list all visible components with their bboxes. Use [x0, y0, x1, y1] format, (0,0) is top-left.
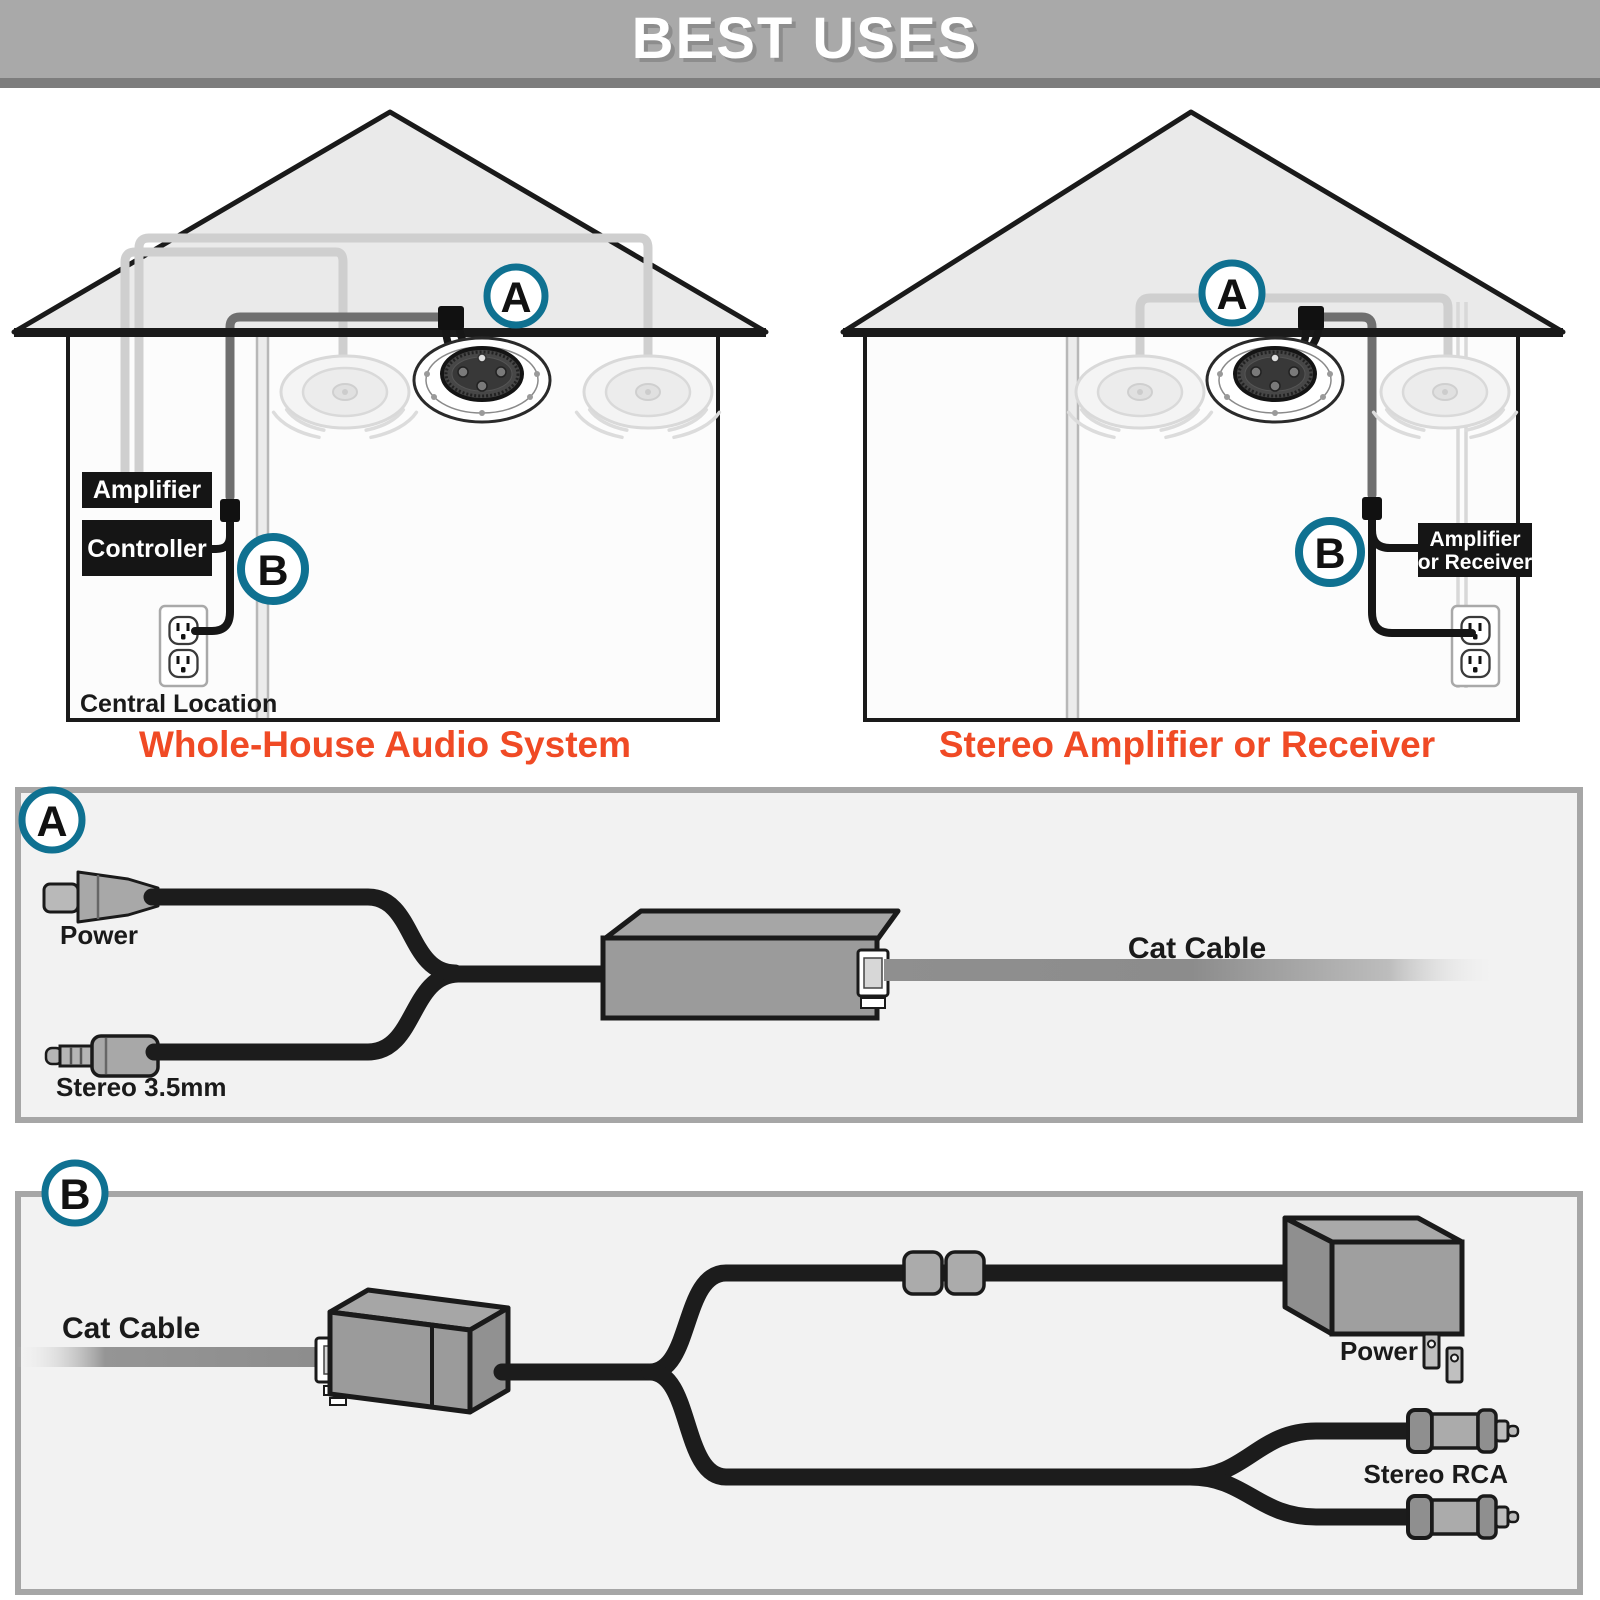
cat-cable-label: Cat Cable	[1128, 932, 1266, 965]
ceiling-line	[14, 328, 766, 337]
header-background	[0, 0, 1600, 78]
page-title-shadow: BEST USES	[636, 10, 983, 75]
wall-divider	[255, 336, 270, 718]
smart-speaker-mount	[412, 336, 552, 424]
header-bottom-strip	[0, 78, 1600, 88]
device-cable-connector	[438, 306, 464, 330]
panel-frame	[15, 787, 1583, 1123]
ceiling-smart-speaker	[1205, 336, 1345, 424]
plug-prongs	[1422, 1332, 1464, 1384]
attic-speaker-wires	[1135, 293, 1453, 367]
power-label: Power	[1340, 1336, 1418, 1366]
badge-b: B	[1295, 517, 1365, 587]
hookup-cables	[191, 516, 234, 635]
stereo-35mm-label: Stereo 3.5mm	[56, 1072, 227, 1102]
balun-box	[600, 908, 901, 1021]
house-right-caption: Stereo Amplifier or Receiver	[939, 724, 1435, 765]
attic-speaker-wires	[120, 233, 653, 478]
detail-panel-a: Power Stereo 3.5mm Cat Cable A	[15, 786, 1583, 1123]
ceiling-speaker	[1371, 354, 1519, 440]
badge-b: B	[41, 1159, 109, 1227]
amplifier-label-box: Amplifier	[82, 472, 212, 508]
ceiling-line	[843, 328, 1563, 337]
outlet-plate	[1450, 604, 1501, 688]
device-cable-connector	[1298, 306, 1324, 330]
amp-receiver-line1: Amplifier	[1429, 528, 1520, 551]
page-title: BEST USES	[632, 6, 979, 71]
header-banner: BEST USES BEST USES	[0, 0, 1600, 88]
badge-b: B	[237, 533, 309, 605]
ceiling-speaker	[574, 354, 722, 440]
panel-frame	[15, 1191, 1583, 1595]
ceiling-speakers	[271, 354, 722, 440]
power-connector	[42, 870, 160, 924]
badge-a: A	[18, 786, 86, 854]
wall-outlet	[1450, 604, 1501, 688]
badge-b-letter: B	[1314, 530, 1345, 578]
rca-plugs	[1406, 1408, 1520, 1540]
y-cable	[143, 888, 621, 1061]
detail-panel-b: Cat Cable Power Stereo RCA B	[15, 1159, 1583, 1595]
ceiling-speaker	[271, 354, 419, 440]
ceiling-speakers	[1066, 354, 1519, 440]
ceiling-speaker	[1066, 354, 1214, 440]
y-cable	[493, 1264, 1423, 1526]
cable-connector	[220, 499, 240, 522]
house-left-caption: Whole-House Audio System	[139, 724, 631, 765]
smart-speaker-mount	[1205, 336, 1345, 424]
cat-cable	[884, 959, 1500, 981]
central-location-label: Central Location	[80, 690, 277, 718]
badge-a: A	[483, 263, 549, 329]
cable-connector	[1362, 497, 1382, 520]
cat-cable-run	[225, 312, 453, 502]
hookup-cables	[1368, 514, 1476, 637]
badge-a-letter: A	[500, 274, 531, 322]
cat-cable-run	[1317, 312, 1377, 500]
stereo-rca-label: Stereo RCA	[1364, 1459, 1509, 1489]
ferrite-bead	[902, 1250, 986, 1296]
wall-outlet	[158, 604, 209, 688]
power-adapter	[1282, 1215, 1465, 1384]
controller-label-box: Controller	[82, 520, 212, 576]
rca-plug	[1406, 1408, 1520, 1454]
rj45-port	[856, 948, 890, 1009]
amplifier-label: Amplifier	[93, 476, 202, 504]
badge-a-letter: A	[1216, 271, 1247, 319]
power-label: Power	[60, 920, 138, 950]
rj45-coupler	[327, 1287, 511, 1415]
ceiling-smart-speaker	[412, 336, 552, 424]
badge-b-letter: B	[257, 547, 288, 595]
house-stereo-amplifier: Amplifier or Receiver Stereo Amplifier o…	[840, 109, 1566, 765]
cat-cable-label: Cat Cable	[62, 1312, 200, 1345]
badge-a-letter: A	[36, 798, 67, 846]
house-whole-house-audio: Amplifier Controller Central Location Wh…	[11, 109, 769, 765]
badge-a: A	[1198, 259, 1266, 327]
amplifier-receiver-label-box: Amplifier or Receiver	[1418, 523, 1532, 577]
controller-label: Controller	[87, 535, 207, 563]
badge-b-letter: B	[59, 1171, 90, 1219]
amp-receiver-line2: or Receiver	[1418, 551, 1532, 574]
rca-plug	[1406, 1494, 1520, 1540]
outlet-plate	[158, 604, 209, 688]
cat-cable	[16, 1347, 334, 1367]
